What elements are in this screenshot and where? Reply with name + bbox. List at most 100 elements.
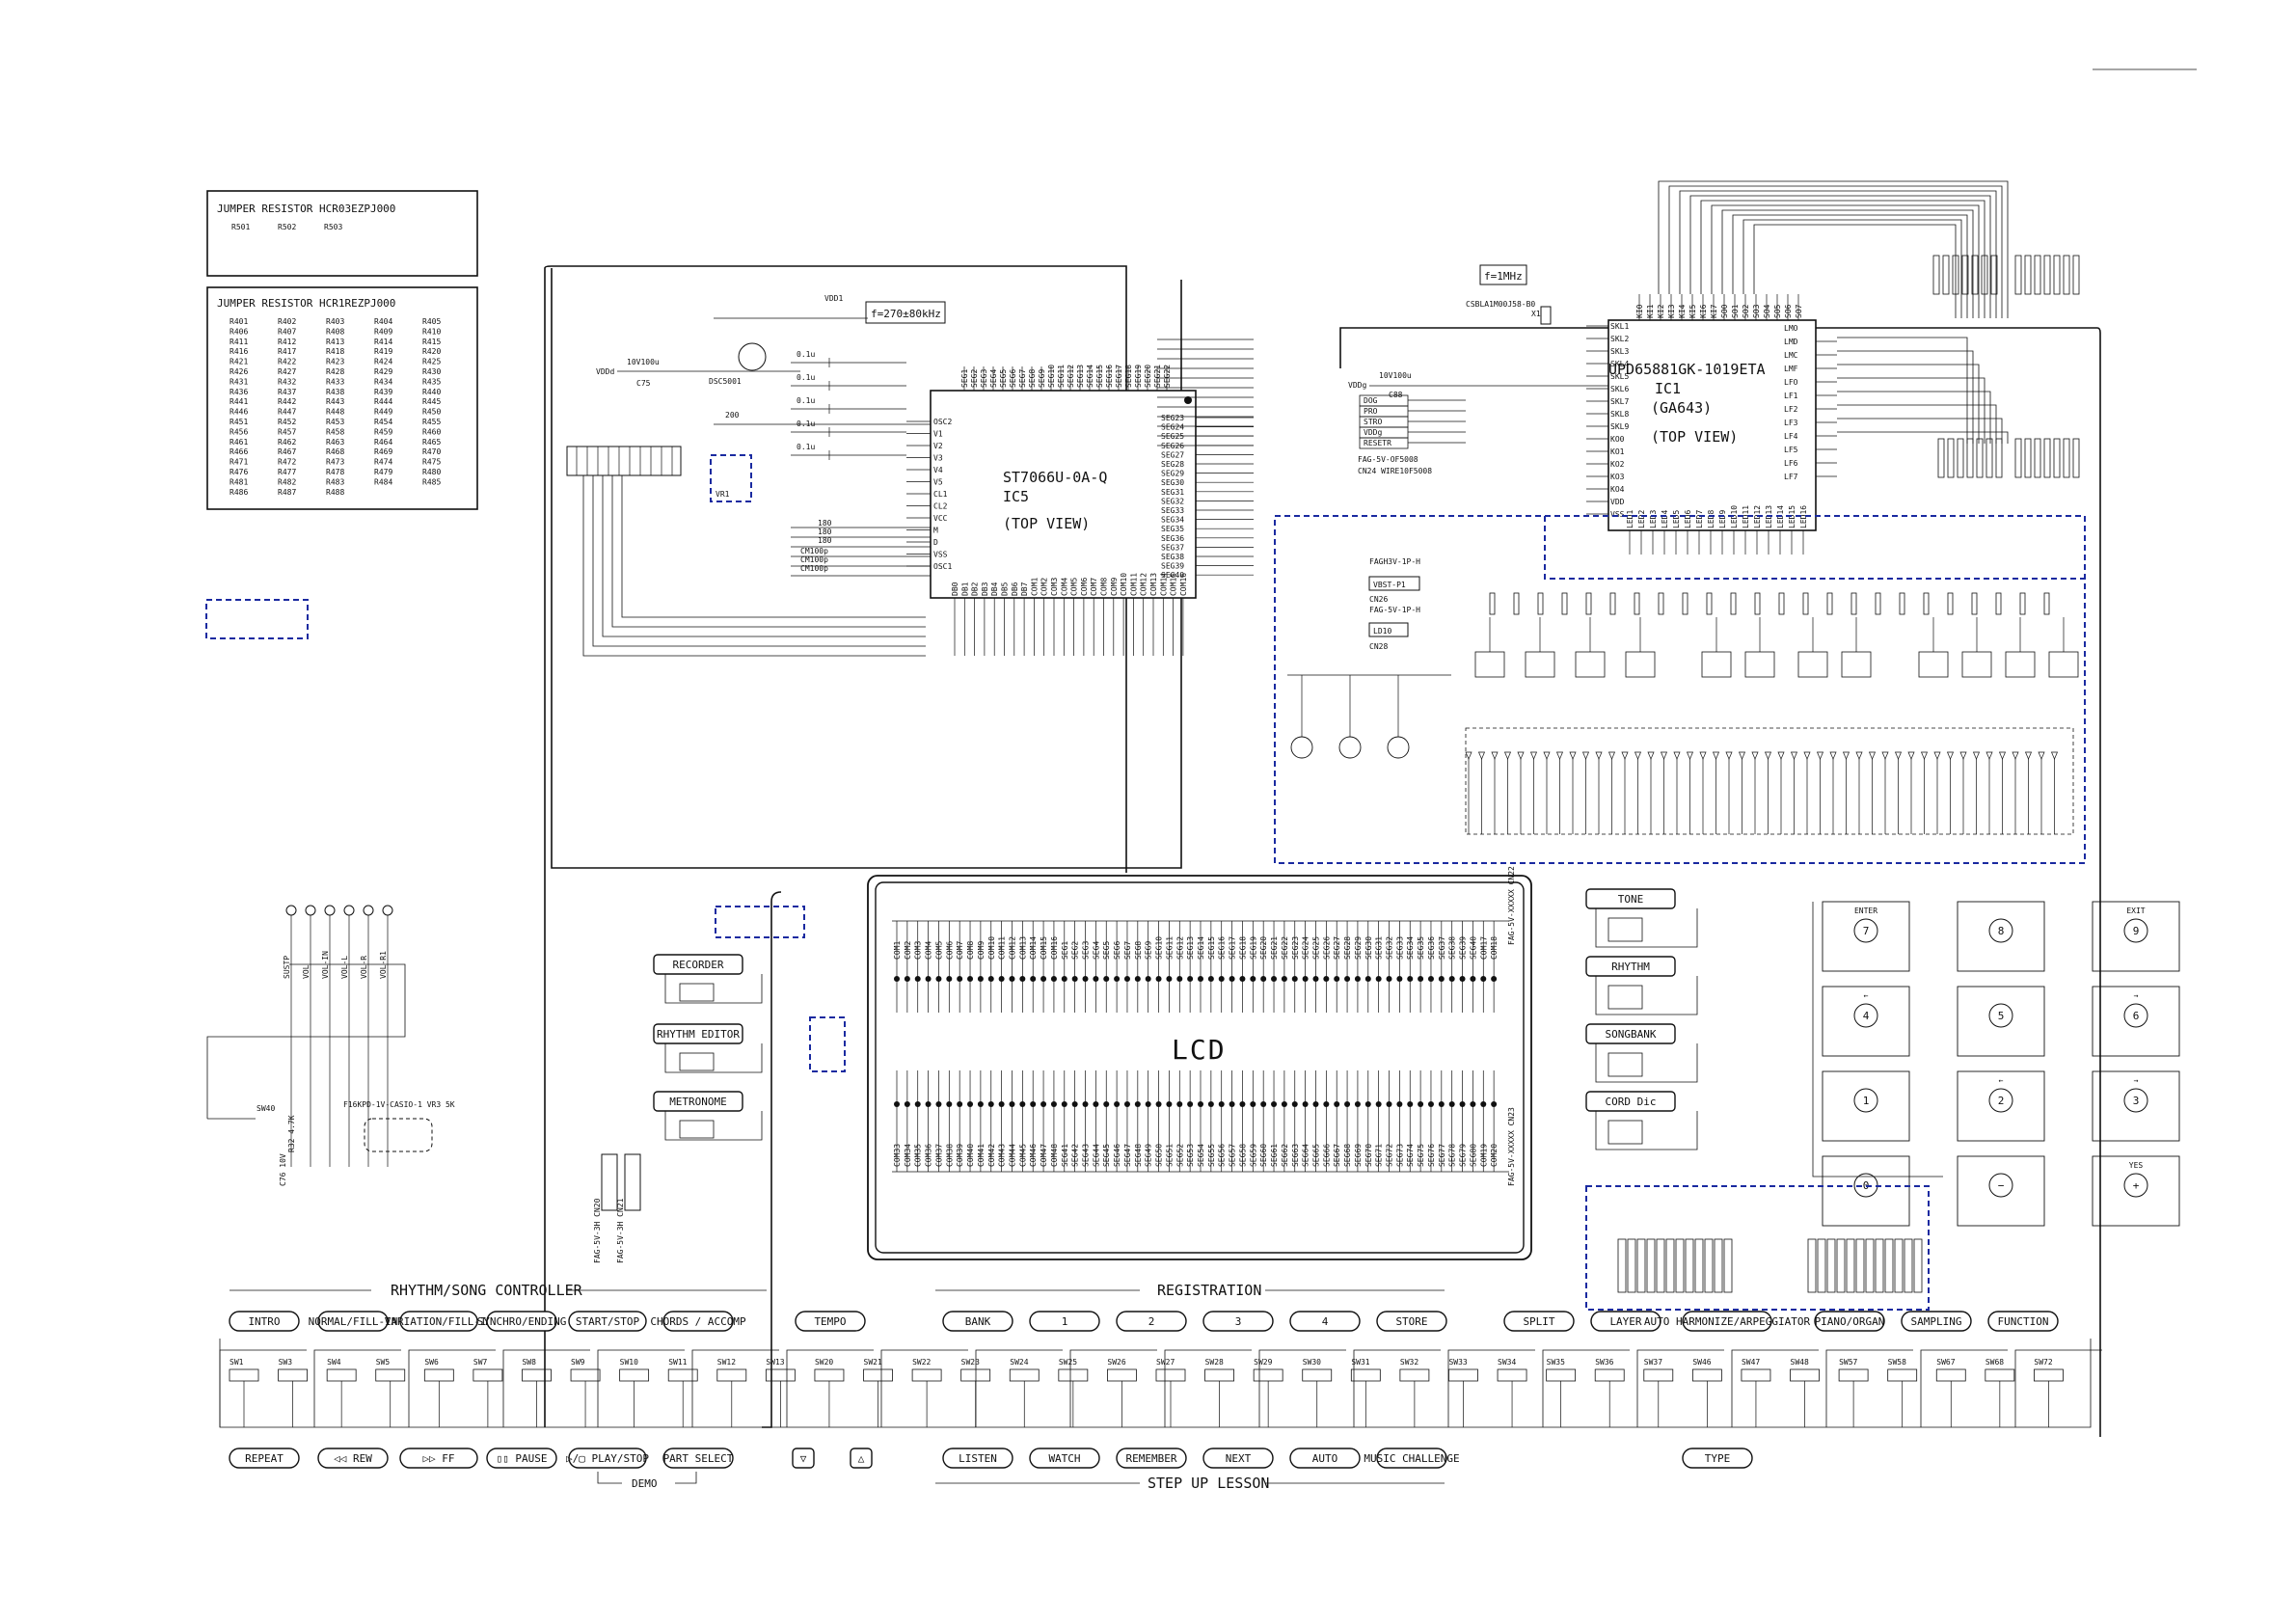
panel-btn-bottom-9-shape [1029,1448,1100,1469]
panel-btn-11[interactable]: 4 [1289,1311,1361,1332]
btn-recorder[interactable]: RECORDER [653,954,743,975]
keypad-key-+[interactable]: +YES [2092,1155,2180,1227]
keypad-key-8[interactable]: 8 [1957,901,2045,972]
led-symbol [1764,751,1772,760]
c88-ref: C88 [1389,391,1403,399]
ic1-resonator: CSBLA1M00J58-B0 [1466,300,1535,309]
panel-btn-7[interactable]: BANK [942,1311,1013,1332]
panel-btn-13[interactable]: SPLIT [1503,1311,1575,1332]
panel-btn-bottom-3[interactable]: ▯▯ PAUSE [486,1448,557,1469]
step-up-lesson-heading: STEP UP LESSON [1148,1475,1269,1492]
panel-btn-bottom-5[interactable]: PART SELECT [662,1448,734,1469]
panel-btn-12[interactable]: STORE [1376,1311,1447,1332]
panel-btn-10[interactable]: 3 [1202,1311,1274,1332]
keypad-key-6[interactable]: 6→ [2092,986,2180,1057]
lcd-pin-label: SEG34 [1406,936,1415,960]
panel-btn-bottom-5-shape [662,1448,734,1469]
ic5-pin-label: COM13 [1149,573,1158,596]
led-pair [1961,651,1992,678]
ic5-pin-label: SEG33 [1161,506,1184,515]
panel-btn-bottom-11[interactable]: NEXT [1202,1448,1274,1469]
led-symbol [1946,751,1955,760]
keypad-key-1[interactable]: 1 [1822,1070,1910,1142]
panel-btn-bottom-12[interactable]: AUTO [1289,1448,1361,1469]
panel-switch-label: SW6 [424,1358,439,1367]
pot-terminal [363,905,374,916]
panel-column-wire [691,1349,779,1427]
panel-switch-label: SW10 [620,1358,638,1367]
panel-btn-5[interactable]: CHORDS / ACCOMP [650,1311,746,1332]
ic1-pin-label: LMO [1784,324,1798,333]
btn-metronome[interactable]: METRONOME [653,1091,743,1112]
panel-btn-bottom-14[interactable]: TYPE [1682,1448,1753,1469]
keypad-key-0[interactable]: 0 [1822,1155,1910,1227]
lcd-pin-dot [1386,976,1392,982]
lcd-pin-label: SEG6 [1113,941,1121,960]
panel-btn-0[interactable]: INTRO [229,1311,300,1332]
panel-switch-label: SW8 [522,1358,536,1367]
panel-btn-3[interactable]: SYNCHRO/ENDING [477,1311,567,1332]
keypad-key-cap [1853,1088,1878,1113]
panel-btn-12-shape [1376,1311,1447,1332]
panel-btn-2[interactable]: VARIATION/FILL-IN [385,1311,494,1332]
keyscan-pin [1636,1238,1646,1293]
panel-btn-18[interactable]: FUNCTION [1987,1311,2059,1332]
panel-btn-bottom-8[interactable]: LISTEN [942,1448,1013,1469]
lcd-pin-label: COM1 [893,941,902,960]
btn-tone[interactable]: TONE [1585,888,1676,909]
led-resistor [1489,592,1496,615]
panel-btn-18-shape [1987,1311,2059,1332]
keypad-key-5[interactable]: 5 [1957,986,2045,1057]
keyscan-connectors [1617,1238,1923,1293]
panel-btn-6[interactable]: TEMPO [795,1311,866,1332]
panel-btn-14[interactable]: LAYER [1590,1311,1661,1332]
lcd-pin-dot [1480,1101,1487,1107]
cn28-ref: CN28 [1369,642,1388,651]
panel-btn-bottom-9[interactable]: WATCH [1029,1448,1100,1469]
lcd-pin-label: SEG37 [1438,936,1446,960]
panel-column-wire [597,1349,685,1427]
panel-btn-15[interactable]: AUTO HARMONIZE/ARPEGGIATOR [1644,1311,1811,1332]
panel-btn-bottom-10[interactable]: REMEMBER [1116,1448,1187,1469]
panel-btn-4[interactable]: START/STOP [568,1311,647,1332]
panel-btn-9[interactable]: 2 [1116,1311,1187,1332]
panel-btn-16[interactable]: PIANO/ORGAN [1814,1311,1885,1332]
ic5-pin-label: M [933,527,938,535]
panel-btn-17[interactable]: SAMPLING [1901,1311,1972,1332]
panel-switch-contact [1399,1368,1430,1382]
panel-btn-bottom-7[interactable]: △ [850,1448,873,1469]
keypad-key-2[interactable]: 2← [1957,1070,2045,1142]
btn-songbank-label: SONGBANK [1606,1028,1657,1041]
panel-btn-bottom-0[interactable]: REPEAT [229,1448,300,1469]
btn-cord-dic[interactable]: CORD Dic [1585,1091,1676,1112]
panel-btn-8[interactable]: 1 [1029,1311,1100,1332]
panel-btn-bottom-5-label: PART SELECT [663,1452,734,1465]
panel-btn-bottom-3-label: ▯▯ PAUSE [497,1452,548,1465]
btn-rhythm-editor[interactable]: RHYTHM EDITOR [653,1023,743,1044]
panel-btn-bottom-1[interactable]: ◁◁ REW [317,1448,389,1469]
keypad-key-−[interactable]: − [1957,1155,2045,1227]
btn-rhythm[interactable]: RHYTHM [1585,956,1676,977]
lcd-pin-label: COM45 [1018,1144,1027,1167]
ic5-pin-label: V2 [933,442,943,450]
panel-btn-bottom-6[interactable]: ▽ [792,1448,815,1469]
panel-column-wire [1636,1349,1724,1427]
cn28-label: FAG-5V-1P-H [1369,606,1420,614]
panel-btn-bottom-4[interactable]: ▷/▢ PLAY/STOP [566,1448,649,1469]
lcd-pin-dot [1470,976,1476,982]
btn-songbank[interactable]: SONGBANK [1585,1023,1676,1044]
panel-btn-bottom-13[interactable]: MUSIC CHALLENGE [1364,1448,1460,1469]
keypad-key-3[interactable]: 3→ [2092,1070,2180,1142]
jumper-item: R430 [422,367,441,376]
jumper-item: R405 [422,317,441,326]
panel-btn-1[interactable]: NORMAL/FILL-IN [309,1311,398,1332]
panel-btn-bottom-2[interactable]: ▷▷ FF [399,1448,478,1469]
jumper-item: R446 [230,408,248,417]
ic5-pin-label: SEG5 [999,369,1008,388]
keypad-key-4[interactable]: 4← [1822,986,1910,1057]
